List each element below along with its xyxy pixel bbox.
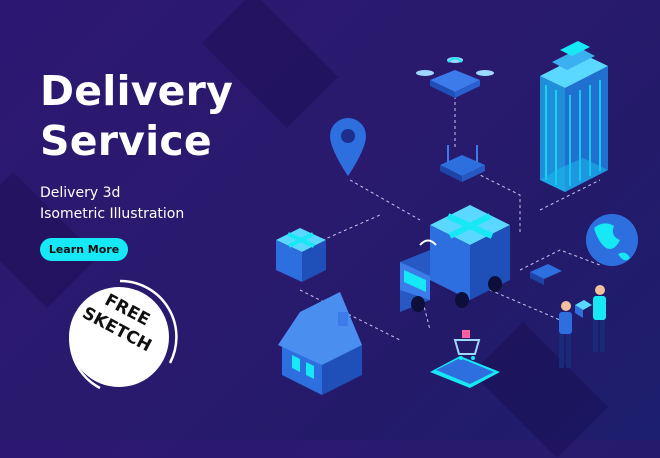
free-sketch-badge — [69, 279, 178, 390]
title-line-2: Service — [40, 117, 212, 165]
delivery-illustration — [276, 41, 638, 395]
package-icon — [276, 228, 326, 282]
globe-icon — [586, 214, 638, 266]
skyscraper-icon — [540, 41, 608, 192]
drone-icon — [416, 57, 494, 98]
subtitle-line-2: Isometric Illustration — [40, 206, 185, 222]
people-handoff-icon — [559, 285, 606, 368]
device-icon — [530, 264, 562, 285]
learn-more-button[interactable]: Learn More — [40, 238, 128, 261]
house-icon — [278, 292, 362, 395]
smartphone-cart-icon — [430, 330, 500, 388]
delivery-truck-icon — [400, 205, 510, 312]
page-title: Delivery Service — [40, 66, 233, 166]
subtitle: Delivery 3d Isometric Illustration — [40, 183, 184, 225]
map-pin-icon — [330, 118, 366, 176]
title-line-1: Delivery — [40, 67, 234, 115]
subtitle-line-1: Delivery 3d — [40, 185, 121, 201]
router-icon — [440, 145, 485, 182]
